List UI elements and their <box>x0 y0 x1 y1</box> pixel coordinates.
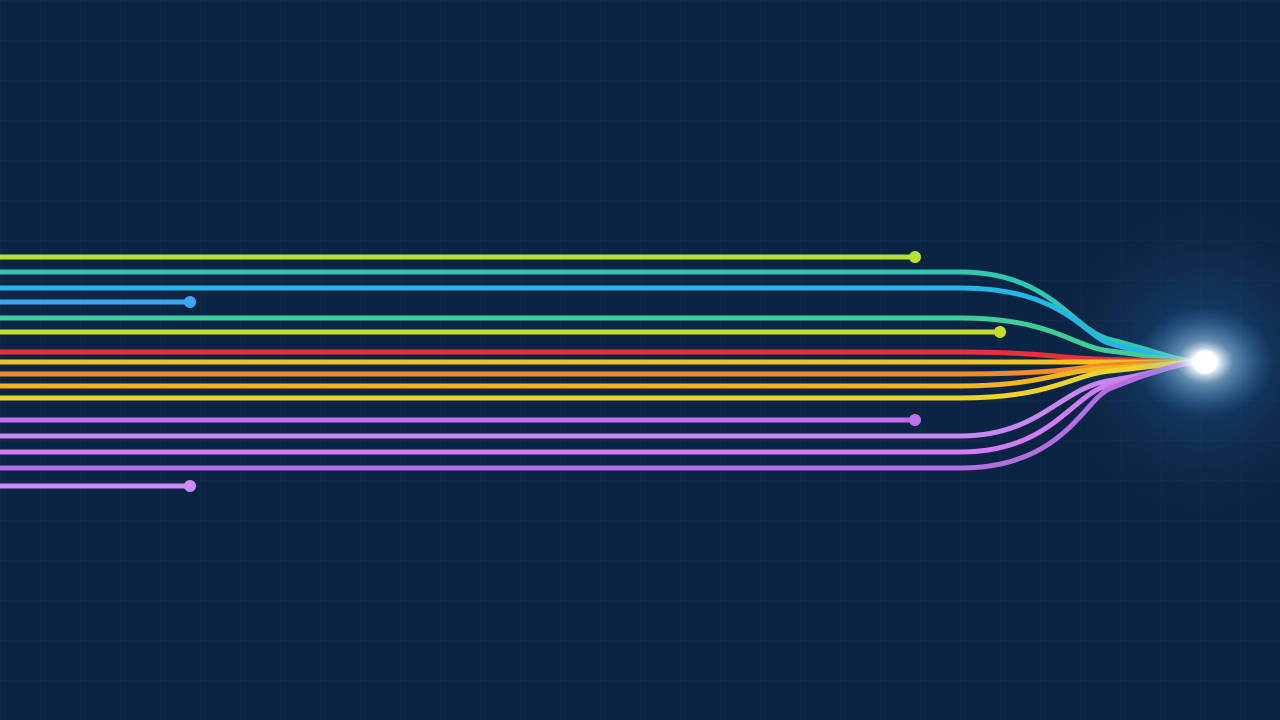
light-point-icon <box>1193 350 1217 374</box>
fiber-end-cap-lavender <box>184 480 196 492</box>
fiber-end-cap-violet <box>909 414 921 426</box>
fiber-end-cap-yellow-green <box>994 326 1006 338</box>
fiber-end-cap-sky-blue <box>184 296 196 308</box>
fiber-end-cap-lime <box>909 251 921 263</box>
